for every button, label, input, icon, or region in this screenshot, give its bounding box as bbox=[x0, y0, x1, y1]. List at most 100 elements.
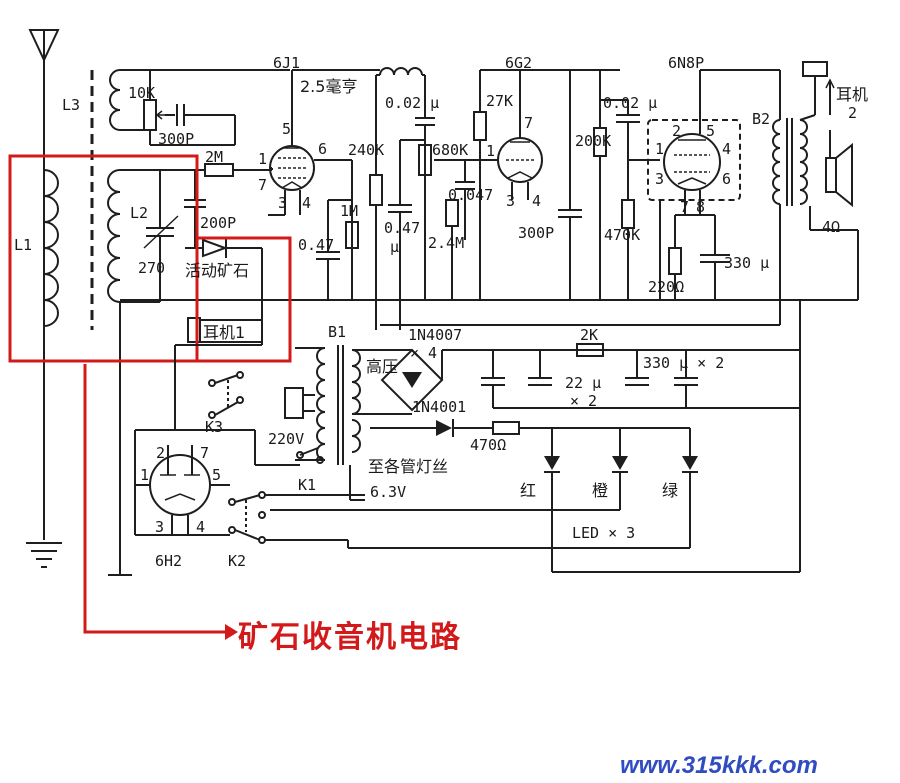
choke-2-5mh bbox=[292, 67, 435, 300]
label-220: 220Ω bbox=[648, 278, 684, 296]
label-6-3v: 6.3V bbox=[370, 483, 406, 501]
label-470: 470Ω bbox=[470, 436, 506, 454]
pin-6j1-4: 4 bbox=[302, 194, 311, 212]
power-plug bbox=[284, 387, 315, 419]
tube-6j1 bbox=[268, 70, 353, 300]
label-300p-b: 300P bbox=[518, 224, 554, 242]
filter-capacitors bbox=[481, 343, 800, 409]
label-6n8p: 6N8P bbox=[668, 54, 704, 72]
label-earphone1: 耳机1 bbox=[203, 323, 245, 342]
label-1m: 1M bbox=[340, 202, 358, 220]
pin-6n8p-7: 7 bbox=[680, 198, 689, 216]
crystal-radio-highlight bbox=[8, 154, 199, 363]
label-l2: L2 bbox=[130, 204, 148, 222]
label-270: 270 bbox=[138, 259, 165, 277]
capacitor-300p-b bbox=[558, 70, 582, 300]
label-240k: 240K bbox=[348, 141, 384, 159]
pin-6n8p-2: 2 bbox=[672, 122, 681, 140]
coil-l2 bbox=[107, 169, 195, 303]
pin-6j1-5: 5 bbox=[282, 120, 291, 138]
label-l3: L3 bbox=[62, 96, 80, 114]
pin-6g2-1: 1 bbox=[486, 142, 495, 160]
pin-6g2-4: 4 bbox=[532, 192, 541, 210]
pin-6j1-1: 1 bbox=[258, 150, 267, 168]
antenna bbox=[28, 29, 60, 540]
label-220v: 220V bbox=[268, 430, 304, 448]
label-0-047: 0.047 bbox=[448, 186, 493, 204]
label-k3: K3 bbox=[205, 418, 223, 436]
label-led-red: 红 bbox=[520, 481, 536, 500]
resistor-27k bbox=[473, 69, 620, 300]
speaker-icon bbox=[809, 130, 859, 300]
tube-6h2 bbox=[134, 430, 230, 535]
resistor-2-4m bbox=[445, 199, 459, 300]
label-4ohm: 4Ω bbox=[822, 218, 840, 236]
label-mu: μ bbox=[390, 238, 399, 256]
transformer-b2 bbox=[772, 70, 808, 325]
switch-k2 bbox=[228, 491, 365, 548]
label-2k: 2K bbox=[580, 326, 598, 344]
label-led-green: 绿 bbox=[662, 481, 678, 500]
capacitor-330 bbox=[700, 215, 730, 300]
pin-6n8p-1: 1 bbox=[655, 140, 664, 158]
resistor-470k bbox=[621, 160, 635, 300]
crystal-detector bbox=[185, 238, 263, 345]
pin-6j1-6: 6 bbox=[318, 140, 327, 158]
resistor-240k bbox=[369, 174, 383, 330]
pin-6n8p-8: 8 bbox=[696, 198, 705, 216]
resistor-220 bbox=[668, 214, 715, 300]
resistor-200k bbox=[593, 70, 607, 300]
caption-arrow bbox=[83, 364, 225, 634]
label-2m: 2M bbox=[205, 148, 223, 166]
label-x4: × 4 bbox=[410, 344, 437, 362]
capacitor-0-02b bbox=[600, 99, 660, 161]
tube-6g2 bbox=[490, 70, 543, 200]
pot-10k bbox=[143, 69, 290, 146]
label-x2a: × 2 bbox=[570, 392, 597, 410]
diagram-caption: 矿石收音机电路 bbox=[238, 620, 462, 655]
capacitor-0-47-2 bbox=[388, 139, 425, 330]
label-b2: B2 bbox=[752, 110, 770, 128]
label-27k: 27K bbox=[486, 92, 513, 110]
pin-6n8p-5: 5 bbox=[706, 122, 715, 140]
labels: L3 L2 L1 10K 300P 2M 200P 270 活动矿石 耳机1 6… bbox=[14, 54, 868, 570]
tube-6n8p bbox=[647, 69, 780, 300]
resistor-2m bbox=[184, 163, 272, 240]
label-hv: 高压 bbox=[366, 357, 398, 376]
switch-k3 bbox=[135, 344, 262, 431]
label-10k: 10K bbox=[128, 84, 155, 102]
variable-capacitor-270 bbox=[143, 170, 179, 302]
earphone-jack-2 bbox=[799, 61, 835, 121]
label-200k: 200K bbox=[575, 132, 611, 150]
label-6j1: 6J1 bbox=[273, 54, 300, 72]
label-470k: 470K bbox=[604, 226, 640, 244]
label-1n4001: 1N4001 bbox=[412, 398, 466, 416]
pin-6h2-4: 4 bbox=[196, 518, 205, 536]
label-b1: B1 bbox=[328, 323, 346, 341]
pin-6n8p-4: 4 bbox=[722, 140, 731, 158]
label-0-02b: 0.02 μ bbox=[603, 94, 657, 112]
resistor-1m bbox=[345, 221, 359, 249]
label-led-count: LED × 3 bbox=[572, 524, 635, 542]
label-1n4007: 1N4007 bbox=[408, 326, 462, 344]
bridge-rectifier bbox=[352, 348, 800, 415]
pin-6h2-2: 2 bbox=[156, 444, 165, 462]
pin-6j1-3: 3 bbox=[278, 194, 287, 212]
label-earphone2-num: 2 bbox=[848, 104, 857, 122]
pin-6h2-5: 5 bbox=[212, 466, 221, 484]
label-680k: 680K bbox=[432, 141, 468, 159]
label-filament: 至各管灯丝 bbox=[368, 457, 448, 476]
watermark: www.315kkk.com bbox=[620, 752, 818, 779]
label-k1: K1 bbox=[298, 476, 316, 494]
label-l1: L1 bbox=[14, 236, 32, 254]
capacitor-0-047 bbox=[455, 160, 475, 240]
pin-6h2-1: 1 bbox=[140, 466, 149, 484]
coil-l1 bbox=[43, 169, 59, 327]
diode-1n4001 bbox=[370, 419, 690, 437]
pin-6g2-3: 3 bbox=[506, 192, 515, 210]
label-6g2: 6G2 bbox=[505, 54, 532, 72]
pin-6h2-7: 7 bbox=[200, 444, 209, 462]
pin-6n8p-6: 6 bbox=[722, 170, 731, 188]
label-0-47-1: 0.47 bbox=[298, 236, 334, 254]
